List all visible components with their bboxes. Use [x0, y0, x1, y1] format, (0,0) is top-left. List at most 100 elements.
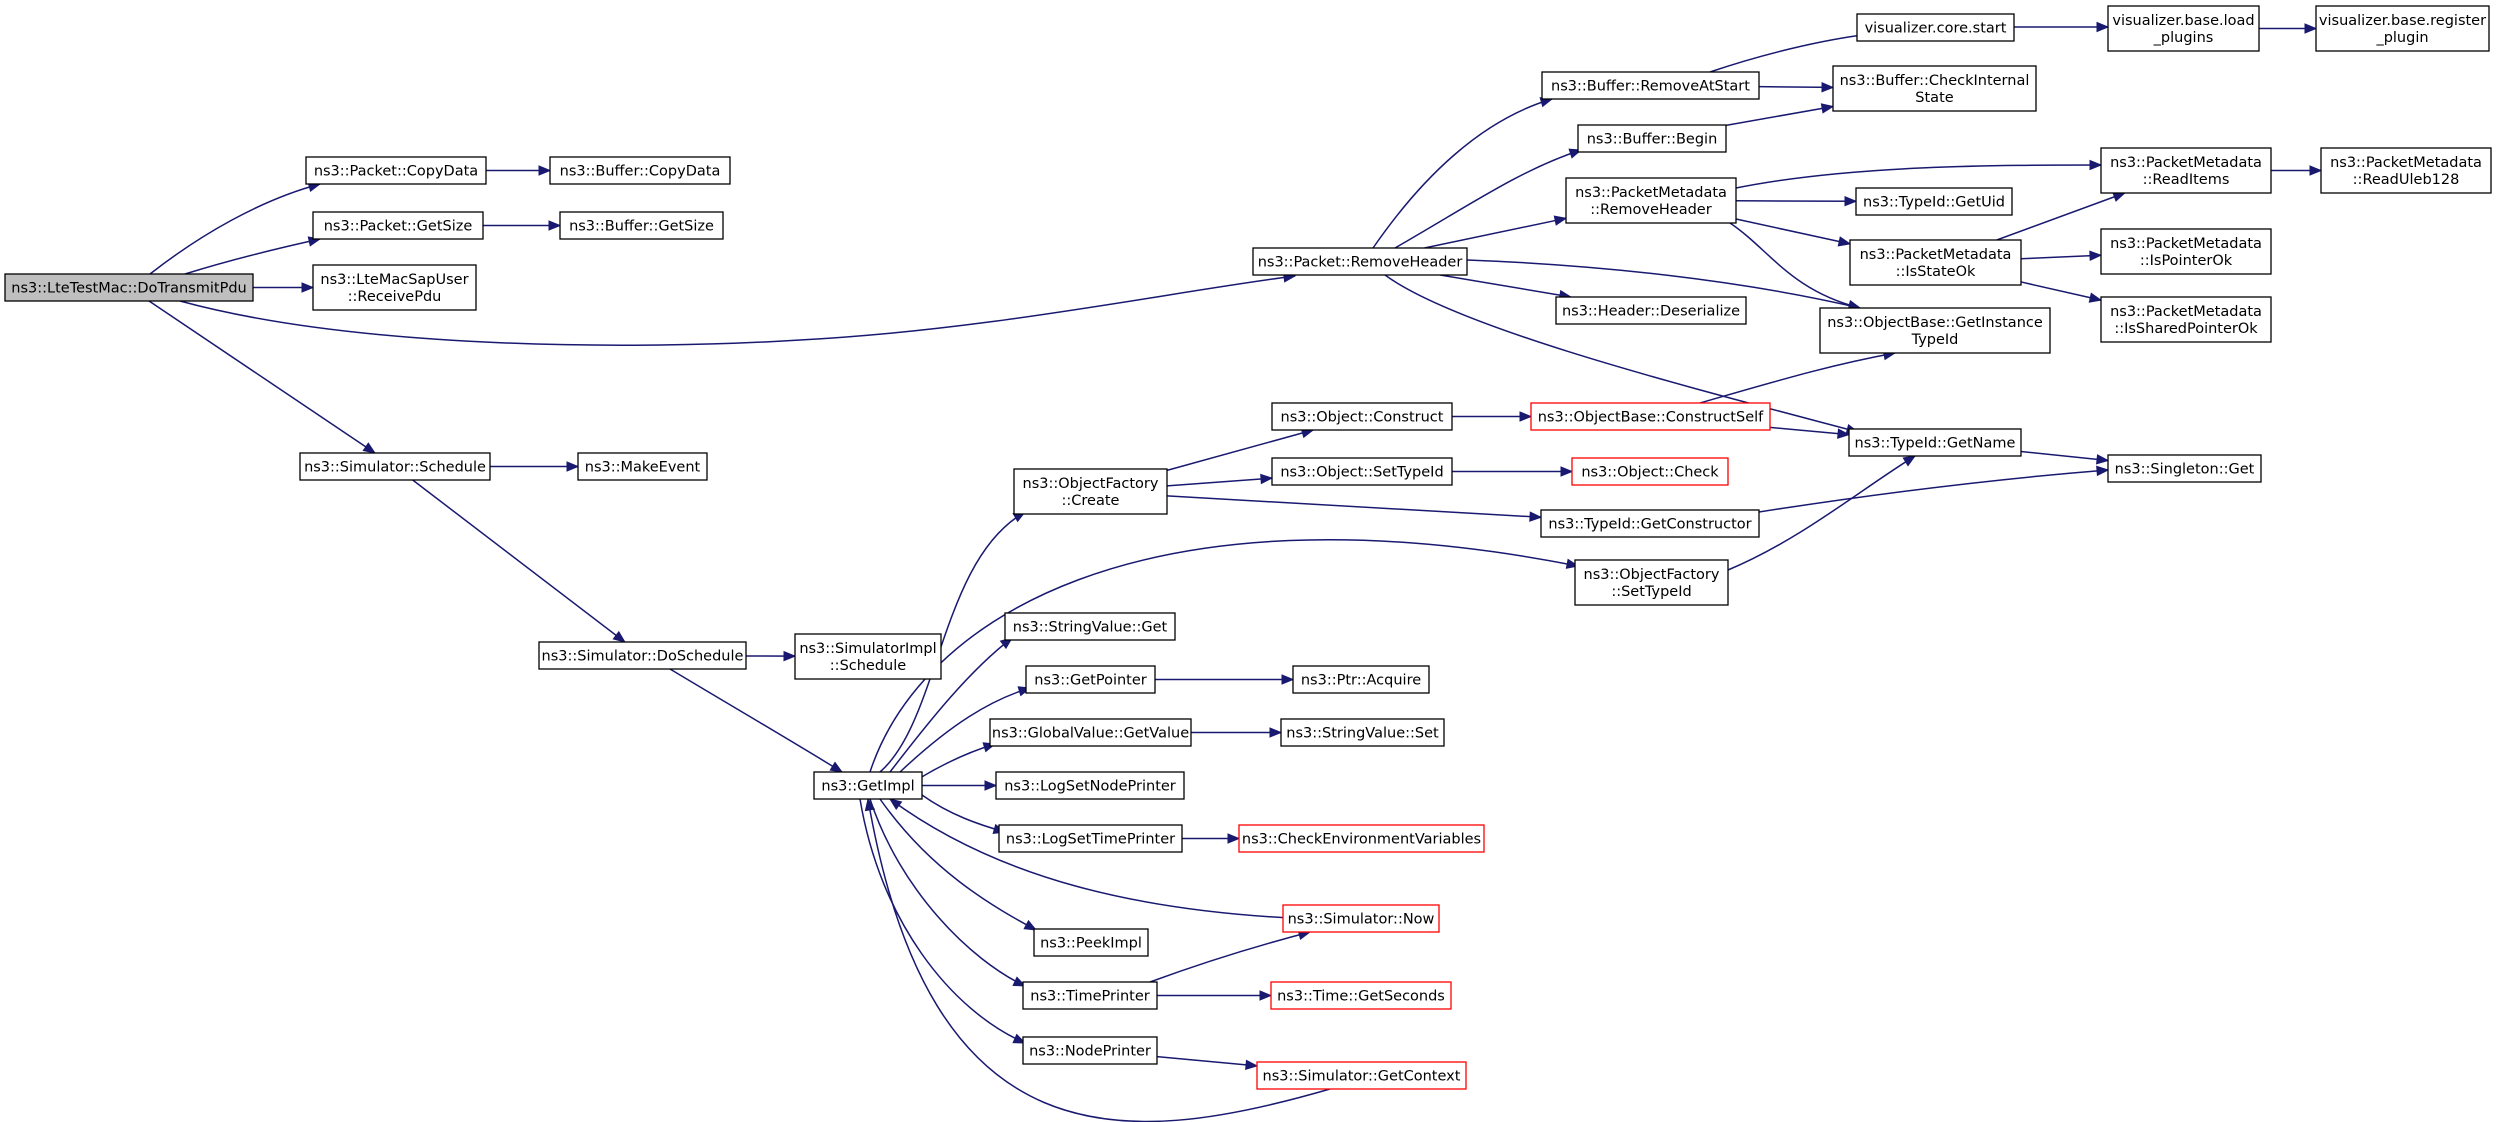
node-objectbase_constructself[interactable]: ns3::ObjectBase::ConstructSelf — [1530, 402, 1771, 431]
node-box[interactable] — [995, 771, 1185, 800]
node-object_settypeid[interactable]: ns3::Object::SetTypeId — [1271, 457, 1453, 486]
node-box[interactable] — [1004, 612, 1176, 641]
node-buffer_begin[interactable]: ns3::Buffer::Begin — [1577, 124, 1727, 153]
node-box[interactable] — [559, 211, 724, 240]
node-box[interactable] — [1238, 824, 1485, 853]
node-box[interactable] — [1256, 1061, 1467, 1090]
node-packetmetadata_isstateok[interactable]: ns3::PacketMetadata::IsStateOk — [1849, 239, 2022, 286]
node-box[interactable] — [2100, 228, 2272, 275]
node-typeid_getname[interactable]: ns3::TypeId::GetName — [1848, 428, 2022, 457]
node-simulator_getcontext[interactable]: ns3::Simulator::GetContext — [1256, 1061, 1467, 1090]
node-box[interactable] — [577, 452, 708, 481]
node-box[interactable] — [312, 211, 484, 240]
node-timeprinter[interactable]: ns3::TimePrinter — [1022, 981, 1158, 1010]
node-box[interactable] — [1540, 509, 1760, 538]
node-buffer_copydata[interactable]: ns3::Buffer::CopyData — [549, 156, 731, 185]
node-box[interactable] — [989, 718, 1192, 747]
node-box[interactable] — [2100, 296, 2272, 343]
node-visualizer_core_start[interactable]: visualizer.core.start — [1856, 13, 2015, 42]
node-box[interactable] — [1271, 402, 1453, 431]
node-box[interactable] — [1271, 457, 1453, 486]
node-packetmetadata_readuleb128[interactable]: ns3::PacketMetadata::ReadUleb128 — [2320, 147, 2492, 194]
node-globalvalue_getvalue[interactable]: ns3::GlobalValue::GetValue — [989, 718, 1192, 747]
node-box[interactable] — [1577, 124, 1727, 153]
node-box[interactable] — [1555, 296, 1747, 325]
node-packet_copydata[interactable]: ns3::Packet::CopyData — [305, 156, 487, 185]
node-peekimpl[interactable]: ns3::PeekImpl — [1033, 928, 1149, 957]
node-box[interactable] — [1282, 904, 1440, 933]
node-box[interactable] — [794, 633, 942, 680]
node-box[interactable] — [1849, 239, 2022, 286]
node-box[interactable] — [1022, 981, 1158, 1010]
node-simulator_schedule[interactable]: ns3::Simulator::Schedule — [299, 452, 491, 481]
node-box[interactable] — [1832, 65, 2037, 112]
node-packetmetadata_readitems[interactable]: ns3::PacketMetadata::ReadItems — [2100, 147, 2272, 194]
node-box[interactable] — [4, 273, 254, 302]
node-typeid_getuid[interactable]: ns3::TypeId::GetUid — [1855, 187, 2013, 216]
node-typeid_getconstructor[interactable]: ns3::TypeId::GetConstructor — [1540, 509, 1760, 538]
node-box[interactable] — [1819, 307, 2051, 354]
node-getimpl[interactable]: ns3::GetImpl — [813, 771, 923, 800]
node-ptr_acquire[interactable]: ns3::Ptr::Acquire — [1292, 665, 1430, 694]
node-logsettimeprinter[interactable]: ns3::LogSetTimePrinter — [998, 824, 1183, 853]
node-object_check[interactable]: ns3::Object::Check — [1571, 457, 1729, 486]
node-box[interactable] — [1033, 928, 1149, 957]
node-simulatorimpl_schedule[interactable]: ns3::SimulatorImpl::Schedule — [794, 633, 942, 680]
node-box[interactable] — [312, 264, 477, 311]
node-box[interactable] — [813, 771, 923, 800]
node-box[interactable] — [2320, 147, 2492, 194]
node-box[interactable] — [538, 641, 747, 670]
node-ltemacsapuser_receivepdu[interactable]: ns3::LteMacSapUser::ReceivePdu — [312, 264, 477, 311]
node-simulator_now[interactable]: ns3::Simulator::Now — [1282, 904, 1440, 933]
node-box[interactable] — [549, 156, 731, 185]
node-box[interactable] — [1022, 1036, 1158, 1065]
node-box[interactable] — [1856, 13, 2015, 42]
node-box[interactable] — [2107, 5, 2260, 52]
node-header_deserialize[interactable]: ns3::Header::Deserialize — [1555, 296, 1747, 325]
node-box[interactable] — [1571, 457, 1729, 486]
node-stringvalue_set[interactable]: ns3::StringValue::Set — [1280, 718, 1445, 747]
node-box[interactable] — [1541, 71, 1760, 100]
node-buffer_getsize[interactable]: ns3::Buffer::GetSize — [559, 211, 724, 240]
node-stringvalue_get[interactable]: ns3::StringValue::Get — [1004, 612, 1176, 641]
node-packetmetadata_ispointerok[interactable]: ns3::PacketMetadata::IsPointerOk — [2100, 228, 2272, 275]
node-box[interactable] — [1270, 981, 1452, 1010]
node-box[interactable] — [305, 156, 487, 185]
node-box[interactable] — [1252, 247, 1468, 276]
node-box[interactable] — [1565, 177, 1737, 224]
node-checkenvironmentvariables[interactable]: ns3::CheckEnvironmentVariables — [1238, 824, 1485, 853]
node-box[interactable] — [299, 452, 491, 481]
node-packetmetadata_issharedpointerok[interactable]: ns3::PacketMetadata::IsSharedPointerOk — [2100, 296, 2272, 343]
node-box[interactable] — [1855, 187, 2013, 216]
node-makeevent[interactable]: ns3::MakeEvent — [577, 452, 708, 481]
node-visualizer_base_load_plugins[interactable]: visualizer.base.load_plugins — [2107, 5, 2260, 52]
node-buffer_removeatstart[interactable]: ns3::Buffer::RemoveAtStart — [1541, 71, 1760, 100]
node-root[interactable]: ns3::LteTestMac::DoTransmitPdu — [4, 273, 254, 302]
node-objectfactory_create[interactable]: ns3::ObjectFactory::Create — [1013, 468, 1168, 515]
node-box[interactable] — [1574, 559, 1729, 606]
node-singleton_get[interactable]: ns3::Singleton::Get — [2107, 454, 2262, 483]
node-box[interactable] — [1530, 402, 1771, 431]
node-objectfactory_settypeid[interactable]: ns3::ObjectFactory::SetTypeId — [1574, 559, 1729, 606]
node-packet_getsize[interactable]: ns3::Packet::GetSize — [312, 211, 484, 240]
node-box[interactable] — [1292, 665, 1430, 694]
node-simulator_doschedule[interactable]: ns3::Simulator::DoSchedule — [538, 641, 747, 670]
node-object_construct[interactable]: ns3::Object::Construct — [1271, 402, 1453, 431]
node-packet_removeheader[interactable]: ns3::Packet::RemoveHeader — [1252, 247, 1468, 276]
node-box[interactable] — [998, 824, 1183, 853]
node-box[interactable] — [1280, 718, 1445, 747]
node-time_getseconds[interactable]: ns3::Time::GetSeconds — [1270, 981, 1452, 1010]
node-nodeprinter[interactable]: ns3::NodePrinter — [1022, 1036, 1158, 1065]
node-packetmetadata_removeheader[interactable]: ns3::PacketMetadata::RemoveHeader — [1565, 177, 1737, 224]
node-logsetnodeprinter[interactable]: ns3::LogSetNodePrinter — [995, 771, 1185, 800]
node-getpointer[interactable]: ns3::GetPointer — [1025, 665, 1156, 694]
node-box[interactable] — [1013, 468, 1168, 515]
node-box[interactable] — [1025, 665, 1156, 694]
node-box[interactable] — [2100, 147, 2272, 194]
node-box[interactable] — [1848, 428, 2022, 457]
node-box[interactable] — [2315, 5, 2490, 52]
node-box[interactable] — [2107, 454, 2262, 483]
node-visualizer_base_register_plugin[interactable]: visualizer.base.register_plugin — [2315, 5, 2490, 52]
